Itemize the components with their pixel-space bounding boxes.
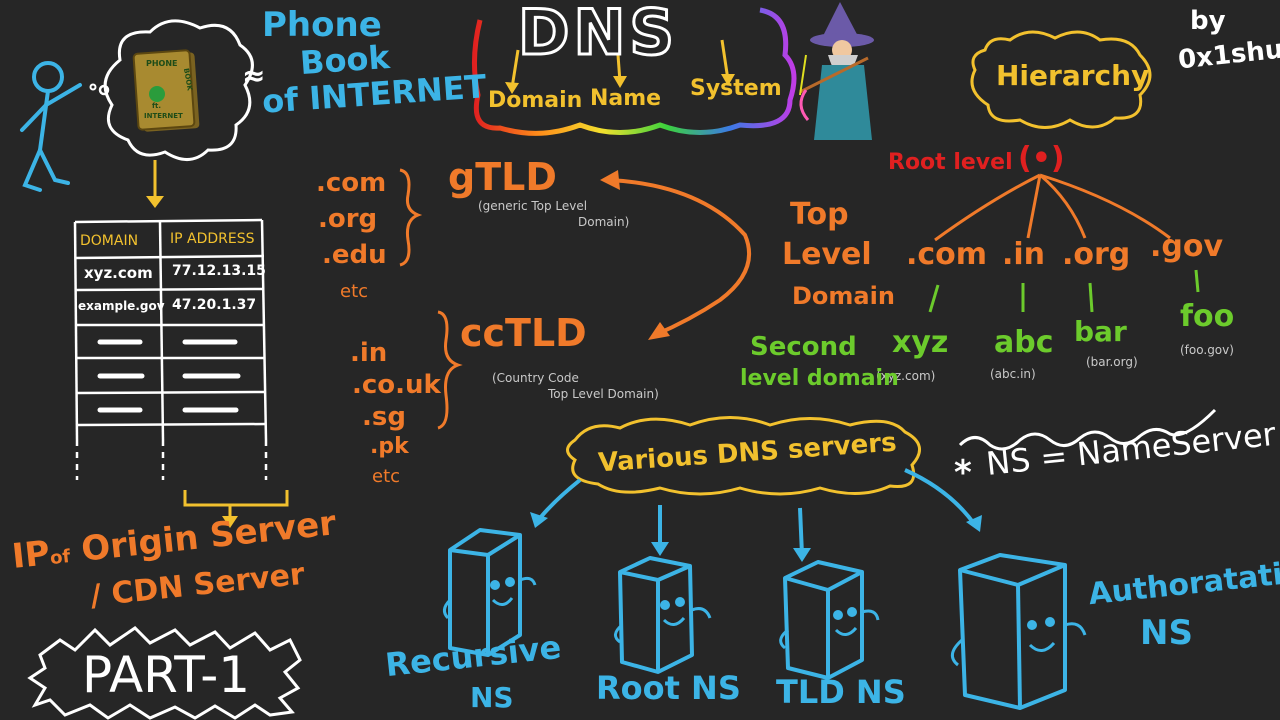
hierarchy-note-xyz: (xyz.com) (876, 369, 936, 383)
cctld-item-sg: .sg (362, 402, 406, 432)
table-cell-domain-2: example.gov (78, 299, 165, 313)
phonebook-title-line2: Book (298, 37, 391, 83)
gtld-desc-line2: Domain) (578, 215, 630, 229)
cctld-etc: etc (372, 466, 401, 487)
dns-word-system: System (690, 76, 782, 101)
tld-heading-level: Level (782, 237, 872, 272)
cctld-desc-line1: (Country Code (492, 371, 579, 385)
table-cell-ip-1: 77.12.13.15 (172, 263, 266, 279)
hierarchy-note-abc: (abc.in) (990, 367, 1036, 381)
origin-of: of (49, 546, 72, 570)
hierarchy-second-bar: bar (1074, 315, 1127, 348)
dns-word-domain: Domain (488, 88, 583, 113)
second-level-label-line1: Second (750, 332, 857, 362)
server-root-icon (614, 556, 712, 674)
tld-heading-domain: Domain (792, 282, 895, 310)
cctld-label: ccTLD (460, 311, 587, 355)
cctld-desc-line2: Top Level Domain) (548, 387, 659, 401)
table-header-ip: IP ADDRESS (170, 231, 255, 247)
thought-cloud-outline (103, 19, 254, 161)
server-authoritative-icon (950, 553, 1087, 710)
table-cell-ip-2: 47.20.1.37 (172, 297, 257, 313)
phonebook-title-line1: Phone (262, 5, 382, 45)
stick-figure-icon (20, 61, 82, 192)
server-tld-icon (779, 560, 880, 680)
cctld-item-in: .in (350, 338, 388, 368)
book-text-ft: ft. (152, 102, 162, 110)
hierarchy-note-foo: (foo.gov) (1180, 343, 1234, 357)
hierarchy-tld-org: .org (1062, 237, 1131, 272)
book-text-phone: PHONE (146, 59, 178, 68)
gtld-label: gTLD (448, 155, 557, 199)
hierarchy-cloud (970, 30, 1152, 129)
author-by: by (1190, 6, 1226, 36)
server-label-recursive-ns: NS (470, 681, 514, 714)
hierarchy-root-label: Root level (888, 150, 1013, 175)
wizard-icon (799, 2, 874, 140)
dns-word-name: Name (590, 86, 662, 111)
hierarchy-root-symbol: (•) (1018, 141, 1065, 176)
approx-symbol: ≈ (242, 59, 266, 92)
part-label: PART-1 (82, 646, 251, 704)
cctld-item-pk: .pk (370, 434, 409, 459)
dns-table-grid (73, 218, 268, 480)
part-banner-outline (27, 626, 302, 720)
gtld-desc-line1: (generic Top Level (478, 199, 588, 213)
server-label-root: Root NS (596, 669, 741, 707)
hierarchy-note-bar: (bar.org) (1086, 355, 1138, 369)
hierarchy-title: Hierarchy (996, 59, 1150, 92)
gtld-item-org: .org (318, 204, 378, 234)
origin-ip: IP (10, 533, 52, 577)
server-label-authoritative-ns: NS (1140, 613, 1193, 653)
hierarchy-second-abc: abc (994, 325, 1054, 360)
hierarchy-tld-in: .in (1002, 237, 1046, 272)
hierarchy-second-foo: foo (1180, 299, 1235, 334)
gtld-item-com: .com (316, 168, 387, 198)
table-cell-domain-1: xyz.com (84, 264, 153, 282)
server-label-tld: TLD NS (776, 673, 906, 711)
hierarchy-tld-gov: .gov (1150, 229, 1224, 264)
ns-note-star: * (954, 453, 972, 493)
server-recursive-icon (443, 528, 537, 657)
tld-heading-top: Top (790, 197, 849, 232)
dns-rainbow-cloud (471, 7, 797, 136)
table-header-domain: DOMAIN (80, 233, 139, 249)
gtld-etc: etc (340, 281, 369, 302)
cctld-item-couk: .co.uk (352, 370, 441, 400)
phone-book-icon (132, 49, 200, 132)
dns-title: DNS (516, 0, 679, 69)
hierarchy-tld-com: .com (906, 237, 988, 272)
dns-servers-cloud (566, 416, 921, 496)
book-text-internet: INTERNET (144, 112, 183, 120)
second-level-label-line2: level domain (740, 366, 899, 391)
hierarchy-second-xyz: xyz (892, 325, 949, 360)
gtld-item-edu: .edu (322, 240, 387, 270)
